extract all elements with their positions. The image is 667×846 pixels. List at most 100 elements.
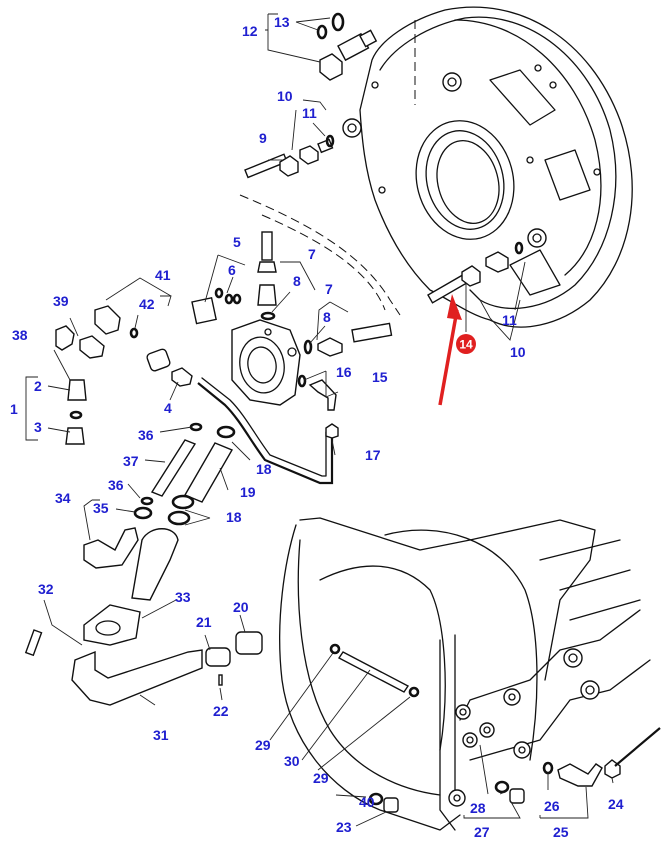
o-ring: [224, 293, 234, 305]
part-9-pipe-end: [244, 153, 299, 179]
part-37-tube: [150, 439, 197, 497]
callout-6[interactable]: 6: [228, 262, 236, 278]
part-14-badge-label: 14: [459, 338, 473, 352]
o-ring: [316, 24, 328, 40]
o-ring: [69, 410, 83, 420]
callout-10-lower[interactable]: 10: [510, 344, 526, 360]
part-39-union: [79, 335, 105, 359]
o-ring: [329, 643, 341, 655]
hidden-pipe-outline: [239, 194, 401, 316]
part-7-fitting: [257, 284, 277, 306]
callout-1[interactable]: 1: [10, 401, 18, 417]
o-ring: [167, 510, 191, 526]
callout-7-upper[interactable]: 7: [308, 246, 316, 262]
callout-35[interactable]: 35: [93, 500, 109, 516]
callout-12[interactable]: 12: [242, 23, 258, 39]
part-17-pipe: [197, 382, 334, 485]
o-ring: [140, 496, 154, 506]
o-ring: [133, 506, 153, 520]
callout-10-upper[interactable]: 10: [277, 88, 293, 104]
callout-40[interactable]: 40: [359, 794, 375, 810]
part-union: [351, 322, 393, 343]
callout-36-lower[interactable]: 36: [108, 477, 124, 493]
callout-28[interactable]: 28: [470, 800, 486, 816]
o-ring: [542, 761, 554, 775]
part-34-elbow: [83, 527, 139, 569]
part-14-bolt: [427, 265, 481, 304]
o-ring: [189, 422, 203, 432]
callout-37[interactable]: 37: [123, 453, 139, 469]
part-10-fitting-right: [485, 251, 509, 273]
o-ring: [216, 425, 236, 439]
callout-27[interactable]: 27: [474, 824, 490, 840]
part-20-bushing: [235, 631, 263, 655]
part-33-flange: [83, 604, 141, 646]
callout-2[interactable]: 2: [34, 378, 42, 394]
callout-36-upper[interactable]: 36: [138, 427, 154, 443]
callout-25[interactable]: 25: [553, 824, 569, 840]
o-ring: [260, 311, 276, 321]
callout-17[interactable]: 17: [365, 447, 381, 463]
part-41-elbow: [94, 305, 121, 335]
callout-4[interactable]: 4: [164, 400, 172, 416]
o-ring: [494, 780, 510, 794]
callout-11-lower[interactable]: 11: [502, 312, 517, 328]
callout-8-upper[interactable]: 8: [293, 273, 301, 289]
callout-11-upper[interactable]: 11: [302, 105, 317, 121]
part-32-bolt: [24, 629, 43, 657]
callout-9[interactable]: 9: [259, 130, 267, 146]
part-14-badge[interactable]: 14: [456, 334, 476, 354]
part-17-nut: [325, 423, 339, 439]
o-ring: [214, 287, 224, 299]
part-22-pin: [218, 674, 223, 686]
callout-18-lower[interactable]: 18: [226, 509, 242, 525]
part-21-bushing: [205, 647, 231, 667]
callout-8-lower[interactable]: 8: [323, 309, 331, 325]
callout-23[interactable]: 23: [336, 819, 352, 835]
callout-29-left[interactable]: 29: [255, 737, 271, 753]
callout-33[interactable]: 33: [175, 589, 191, 605]
o-ring: [303, 339, 313, 355]
callout-31[interactable]: 31: [153, 727, 169, 743]
callout-22[interactable]: 22: [213, 703, 229, 719]
callout-13[interactable]: 13: [274, 14, 290, 30]
lower-transmission-housing: [279, 517, 651, 831]
callout-16[interactable]: 16: [336, 364, 352, 380]
part-5-fitting: [191, 297, 217, 325]
central-valve-block: [231, 319, 301, 406]
part-2-fitting: [67, 379, 87, 401]
part-pipe-neck: [131, 528, 179, 601]
part-28-plug: [509, 788, 525, 804]
o-ring: [232, 293, 242, 305]
part-25-elbow: [557, 763, 603, 787]
callout-38[interactable]: 38: [12, 327, 28, 343]
callout-5[interactable]: 5: [233, 234, 241, 250]
o-ring: [331, 12, 345, 32]
callout-29-right[interactable]: 29: [313, 770, 329, 786]
callout-20[interactable]: 20: [233, 599, 249, 615]
callout-24[interactable]: 24: [608, 796, 624, 812]
leader-lines: [25, 13, 614, 827]
callout-21[interactable]: 21: [196, 614, 212, 630]
part-12-fitting: [319, 29, 378, 81]
callout-42[interactable]: 42: [139, 296, 155, 312]
callout-32[interactable]: 32: [38, 581, 54, 597]
o-ring: [368, 792, 384, 806]
part-4-fitting: [171, 367, 193, 387]
callout-41[interactable]: 41: [155, 267, 171, 283]
part-bolt: [261, 231, 273, 261]
callout-30[interactable]: 30: [284, 753, 300, 769]
o-ring: [408, 686, 420, 698]
o-ring: [297, 374, 307, 388]
callout-18-upper[interactable]: 18: [256, 461, 272, 477]
callout-15[interactable]: 15: [372, 369, 388, 385]
callout-3[interactable]: 3: [34, 419, 42, 435]
callout-26[interactable]: 26: [544, 798, 560, 814]
part-15-elbow: [308, 379, 337, 411]
callout-19[interactable]: 19: [240, 484, 256, 500]
callout-7-lower[interactable]: 7: [325, 281, 333, 297]
callout-39[interactable]: 39: [53, 293, 69, 309]
callout-34[interactable]: 34: [55, 490, 71, 506]
part-10-fitting: [299, 138, 334, 165]
